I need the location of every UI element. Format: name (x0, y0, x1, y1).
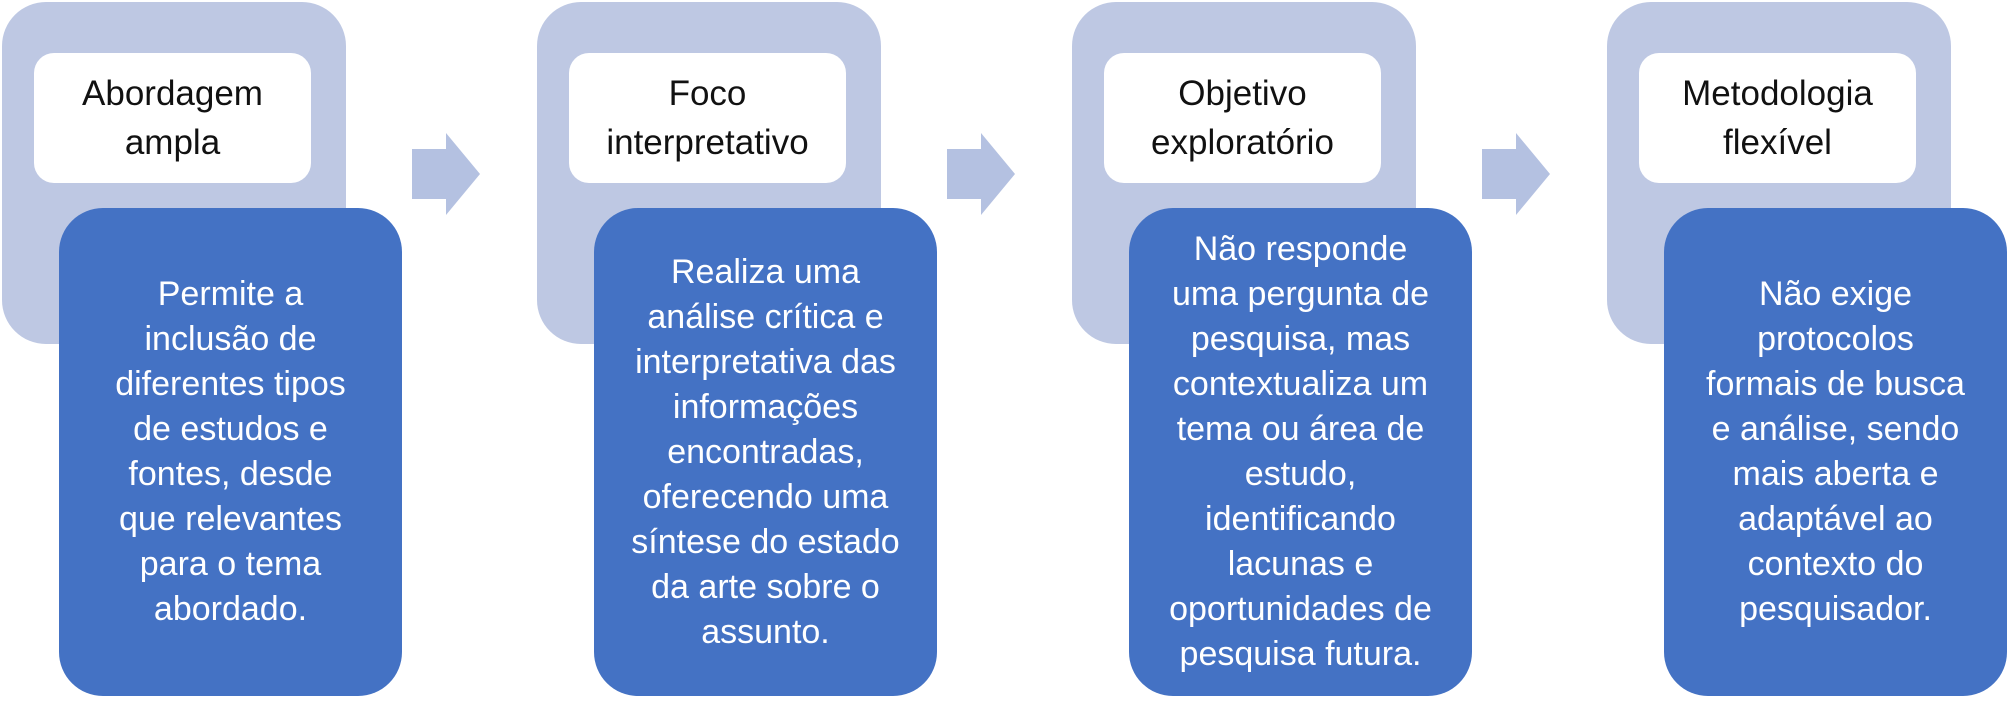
step-2: Foco interpretativo Realiza uma análise … (537, 0, 937, 702)
step-1-description-box: Permite a inclusão de diferentes tipos d… (59, 208, 402, 696)
step-3: Objetivo exploratório Não responde uma p… (1072, 0, 1472, 702)
step-4: Metodologia flexível Não exige protocolo… (1607, 0, 2007, 702)
step-1-title: Abordagem ampla (82, 74, 263, 162)
step-4-description-box: Não exige protocolos formais de busca e … (1664, 208, 2007, 696)
arrow-2-shape (947, 133, 1015, 215)
step-2-title-box: Foco interpretativo (569, 53, 846, 183)
step-2-title: Foco interpretativo (606, 74, 809, 162)
step-3-title-box: Objetivo exploratório (1104, 53, 1381, 183)
step-4-description: Não exige protocolos formais de busca e … (1706, 275, 1965, 628)
step-4-title: Metodologia flexível (1682, 74, 1873, 162)
step-3-title: Objetivo exploratório (1151, 74, 1334, 162)
step-1: Abordagem ampla Permite a inclusão de di… (2, 0, 402, 702)
step-3-description-box: Não responde uma pergunta de pesquisa, m… (1129, 208, 1472, 696)
step-2-description-box: Realiza uma análise crítica e interpreta… (594, 208, 937, 696)
step-1-description: Permite a inclusão de diferentes tipos d… (115, 275, 346, 628)
right-arrow-icon (947, 133, 1015, 215)
arrow-1-shape (412, 133, 480, 215)
step-2-description: Realiza uma análise crítica e interpreta… (631, 252, 900, 651)
arrow-3-shape (1482, 133, 1550, 215)
step-3-description: Não responde uma pergunta de pesquisa, m… (1169, 230, 1432, 673)
step-4-title-box: Metodologia flexível (1639, 53, 1916, 183)
right-arrow-icon (1482, 133, 1550, 215)
right-arrow-icon (412, 133, 480, 215)
step-1-title-box: Abordagem ampla (34, 53, 311, 183)
